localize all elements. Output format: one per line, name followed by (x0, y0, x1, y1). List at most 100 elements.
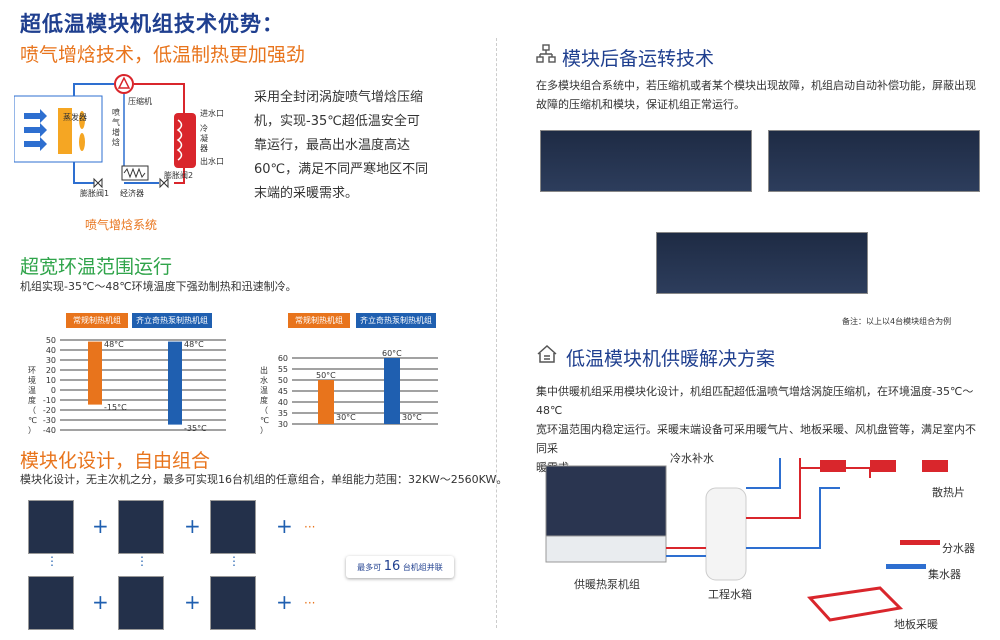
vertical-ellipsis-icon: ⋮ (228, 554, 240, 568)
svg-text:50: 50 (278, 376, 288, 385)
svg-text:30: 30 (278, 420, 288, 429)
collector-icon (886, 564, 926, 569)
svg-text:55: 55 (278, 365, 288, 374)
bar-ours-ambient (168, 341, 182, 425)
vertical-ellipsis-icon: ⋮ (46, 554, 58, 568)
svg-text:-20: -20 (43, 406, 56, 415)
evaporator-label: 蒸发器 (63, 112, 87, 122)
svg-text:40: 40 (278, 398, 288, 407)
svg-text:工程水箱: 工程水箱 (708, 587, 752, 601)
section-title-solution: 低温模块机供暖解决方案 (566, 348, 776, 370)
svg-text:地板采暖: 地板采暖 (894, 617, 938, 631)
svg-text:供暖热泵机组: 供暖热泵机组 (574, 577, 640, 591)
chart-outlet: 60 55 50 45 40 35 30 50°C 30°C 60°C 30°C (278, 350, 438, 429)
svg-text:60: 60 (278, 354, 288, 363)
module-unit (28, 576, 74, 630)
injection-desc: 采用全封闭涡旋喷气增焓压缩 机，实现-35℃超低温安全可 靠运行，最高出水温度高… (254, 90, 429, 201)
module-group-illustration (656, 232, 868, 294)
svg-text:集水器: 集水器 (928, 567, 961, 581)
bar-standard-ambient (88, 341, 102, 405)
column-divider (496, 38, 498, 628)
svg-text:50: 50 (46, 336, 56, 345)
range-desc: 机组实现-35℃～48℃环境温度下强劲制热和迅速制冷。 (20, 280, 297, 293)
diagram-caption: 喷气增焓系统 (85, 218, 158, 232)
radiator-icon (820, 460, 948, 472)
svg-text:冷水补水: 冷水补水 (670, 452, 714, 465)
economizer-label: 经济器 (120, 188, 144, 198)
page-title: 超低温模块机组技术优势： (20, 12, 284, 36)
airflow-arrows-icon (24, 109, 47, 151)
injection-diagram: 蒸发器 压缩机 进水口 出水口 膨胀阀1 经济器 膨胀阀2 (14, 74, 224, 198)
plus-icon: + (276, 514, 293, 538)
water-tank (705, 487, 747, 581)
svg-text:-10: -10 (43, 396, 56, 405)
module-group-illustration (768, 130, 980, 192)
module-unit (210, 500, 256, 554)
plus-icon: + (92, 590, 109, 614)
bar-ours-outlet (384, 358, 400, 424)
ellipsis-icon: ··· (304, 520, 316, 534)
svg-text:48°C: 48°C (184, 340, 204, 349)
plus-icon: + (276, 590, 293, 614)
svg-text:30°C: 30°C (336, 413, 356, 422)
valve2-label: 膨胀阀2 (164, 170, 193, 180)
svg-text:-15°C: -15°C (104, 403, 127, 412)
svg-text:35: 35 (278, 409, 288, 418)
water-in-label: 进水口 (200, 108, 224, 118)
svg-text:40: 40 (46, 346, 56, 355)
backup-desc: 在多模块组合系统中，若压缩机或者某个模块出现故障，机组启动自动补偿功能，屏蔽出现… (536, 79, 976, 111)
heating-system-diagram: 冷水补水 散热片 分水器 集水器 供暖热泵机组 工程水箱 地板采暖 (545, 452, 975, 631)
svg-text:-35°C: -35°C (184, 424, 207, 433)
svg-text:蒸发器: 蒸发器 (63, 112, 87, 122)
svg-text:散热片: 散热片 (932, 485, 965, 499)
plus-icon: + (184, 514, 201, 538)
module-group-illustration (540, 130, 752, 192)
legend-ours: 齐立奇热泵制热机组 (132, 313, 212, 328)
svg-text:48°C: 48°C (104, 340, 124, 349)
svg-text:60°C: 60°C (382, 350, 402, 358)
distributor-icon (900, 540, 940, 545)
svg-text:30°C: 30°C (402, 413, 422, 422)
svg-text:分水器: 分水器 (942, 542, 975, 555)
module-unit (118, 500, 164, 554)
module-unit (210, 576, 256, 630)
plus-icon: + (184, 590, 201, 614)
legend-ours-2: 齐立奇热泵制热机组 (356, 313, 436, 328)
network-icon (536, 44, 556, 63)
svg-text:0: 0 (51, 386, 56, 395)
condenser-icon (174, 113, 196, 168)
chart1-ylabel: 环境温度（℃） (28, 366, 37, 435)
home-icon (537, 344, 557, 363)
svg-text:-40: -40 (43, 426, 56, 435)
expansion-valve-1-icon (93, 177, 103, 189)
max-units-badge: 最多可 16 台机组并联 (346, 556, 454, 578)
vertical-ellipsis-icon: ⋮ (136, 554, 148, 568)
svg-text:30: 30 (46, 356, 56, 365)
module-unit (118, 576, 164, 630)
plus-icon: + (92, 514, 109, 538)
expansion-valve-2-icon (159, 177, 169, 189)
section-title-range: 超宽环温范围运行 (20, 256, 173, 278)
condenser-label: 冷凝器 (200, 124, 208, 153)
section-title-injection: 喷气增焓技术，低温制热更加强劲 (20, 44, 306, 66)
legend-standard-2: 常规制热机组 (288, 313, 350, 328)
water-out-label: 出水口 (200, 156, 224, 166)
svg-text:-30: -30 (43, 416, 56, 425)
section-title-backup: 模块后备运转技术 (562, 48, 715, 70)
svg-text:45: 45 (278, 387, 288, 396)
svg-text:50°C: 50°C (316, 371, 336, 380)
backup-note: 备注：以上以4台模块组合为例 (842, 317, 952, 326)
module-unit (28, 500, 74, 554)
svg-text:10: 10 (46, 376, 56, 385)
injection-label: 喷气增焓 (112, 108, 120, 147)
svg-text:20: 20 (46, 366, 56, 375)
floor-heating-icon (806, 586, 904, 622)
ellipsis-icon: ··· (304, 596, 316, 610)
section-title-modular: 模块化设计，自由组合 (20, 450, 211, 472)
bar-standard-outlet (318, 380, 334, 424)
compressor-label: 压缩机 (128, 96, 152, 106)
modular-desc: 模块化设计，无主次机之分，最多可实现16台机组的任意组合，单组能力范围：32KW… (20, 473, 508, 486)
legend-standard: 常规制热机组 (66, 313, 128, 328)
valve1-label: 膨胀阀1 (80, 188, 109, 198)
